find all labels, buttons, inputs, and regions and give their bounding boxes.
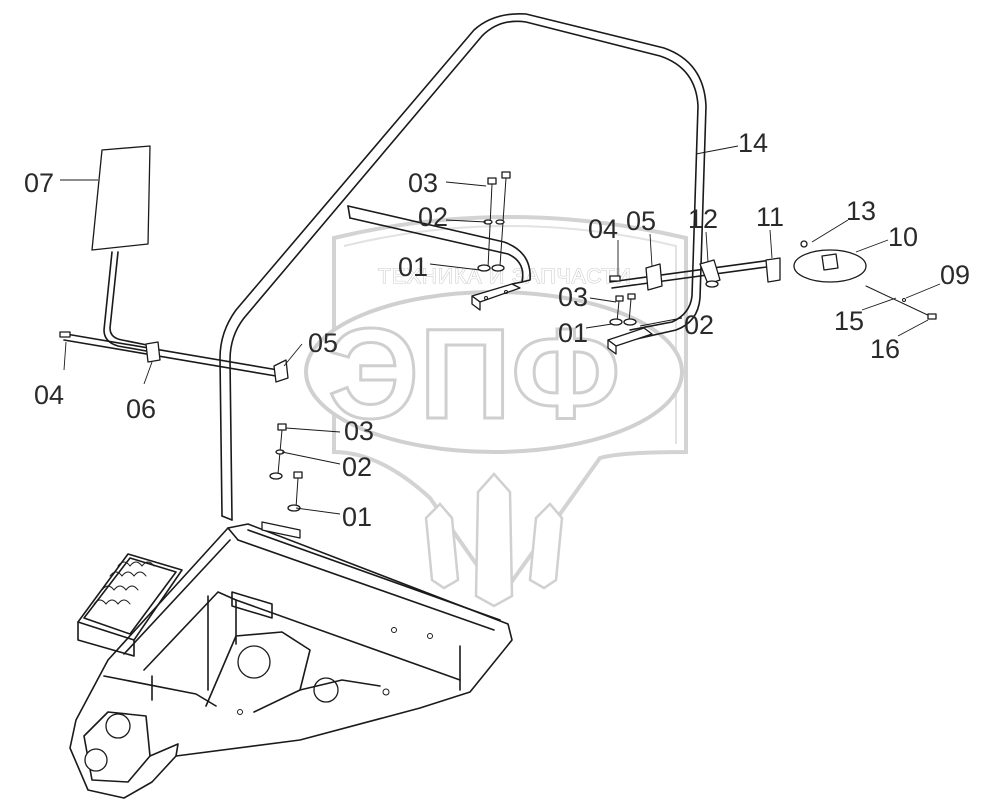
handrail-tube bbox=[219, 13, 707, 521]
callout-03-lower: 03 bbox=[344, 416, 374, 446]
callout-13: 13 bbox=[846, 196, 876, 226]
wheat-ears bbox=[424, 472, 564, 608]
lug-hole bbox=[84, 748, 108, 772]
callout-02-right: 02 bbox=[684, 310, 714, 340]
mirror-right bbox=[793, 240, 867, 283]
callout-05-left: 05 bbox=[308, 328, 338, 358]
callout-09: 09 bbox=[940, 260, 970, 290]
callout-01-lower: 01 bbox=[342, 502, 372, 532]
watermark-letters: ЭПФ bbox=[328, 303, 620, 446]
callout-03-upper: 03 bbox=[408, 168, 438, 198]
callout-16: 16 bbox=[870, 334, 900, 364]
callout-11: 11 bbox=[756, 202, 784, 232]
watermark: ТЕХНИКА И ЗАПЧАСТИ ЭПФ bbox=[304, 215, 688, 608]
watermark-shield-inner bbox=[343, 225, 677, 444]
callout-10: 10 bbox=[888, 222, 918, 252]
callout-04-right: 04 bbox=[588, 214, 618, 244]
leader-lines bbox=[60, 145, 941, 515]
mirror-bolt-right bbox=[865, 285, 937, 320]
callout-12: 12 bbox=[688, 204, 718, 234]
callout-07: 07 bbox=[24, 168, 54, 198]
callout-04-left: 04 bbox=[34, 380, 64, 410]
callout-14: 14 bbox=[738, 128, 768, 158]
mount-pad-lower bbox=[261, 521, 301, 539]
bolt-set-right bbox=[609, 293, 637, 326]
mirror-arm-right bbox=[609, 257, 781, 291]
callout-06: 06 bbox=[126, 394, 156, 424]
callout-03-right: 03 bbox=[558, 282, 588, 312]
callouts: 07 03 02 01 14 04 05 12 11 13 10 09 15 1… bbox=[24, 128, 970, 532]
callout-05-right: 05 bbox=[626, 206, 656, 236]
mount-pad-upper bbox=[471, 283, 521, 311]
lug-hole bbox=[237, 645, 271, 679]
bolt-set-lower bbox=[269, 423, 303, 512]
callout-01-right: 01 bbox=[558, 318, 588, 348]
mirror-left bbox=[91, 145, 151, 251]
callout-01-upper: 01 bbox=[398, 252, 428, 282]
watermark-caption: ТЕХНИКА И ЗАПЧАСТИ bbox=[378, 265, 632, 288]
callout-02-lower: 02 bbox=[342, 452, 372, 482]
callout-02-upper: 02 bbox=[418, 202, 448, 232]
mirror-arm-left bbox=[59, 251, 289, 383]
bolt-set-upper bbox=[477, 171, 511, 272]
callout-15: 15 bbox=[834, 306, 864, 336]
lug-hole bbox=[105, 713, 131, 739]
lug-hole bbox=[313, 677, 339, 703]
machine-frame bbox=[69, 523, 513, 799]
mount-pad-right bbox=[607, 327, 653, 355]
